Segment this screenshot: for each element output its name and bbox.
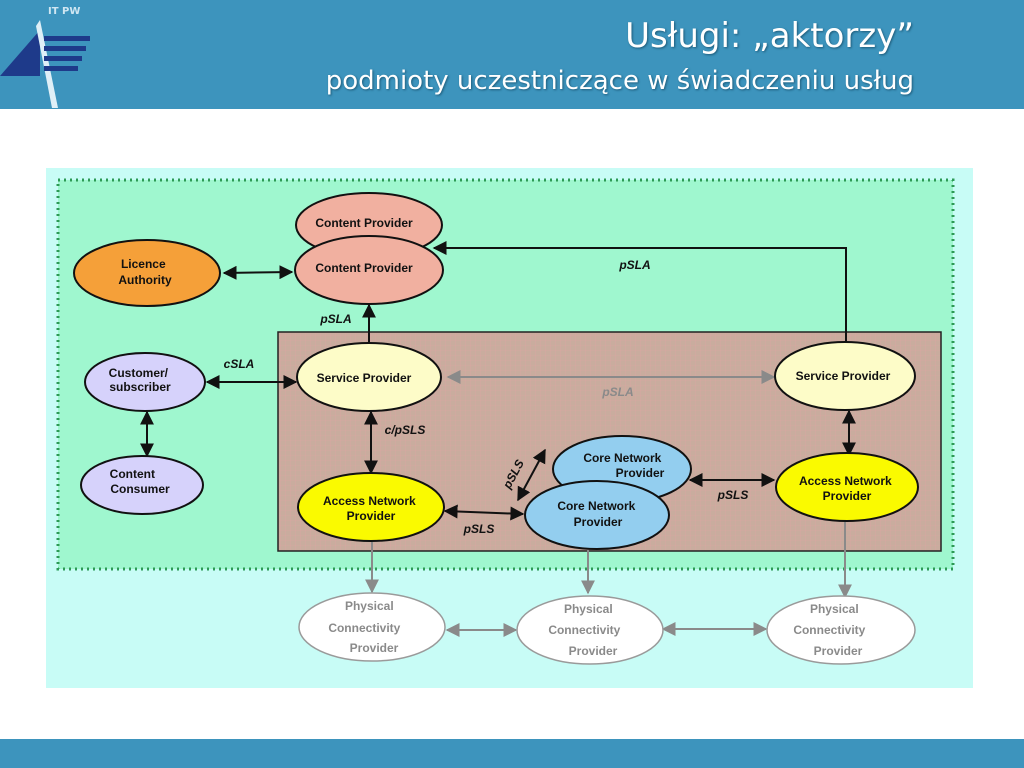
footer-bar bbox=[0, 739, 1024, 768]
connectors bbox=[140, 241, 856, 637]
node-service-provider-left-label: Service Provider bbox=[317, 371, 412, 385]
node-access-network-provider-left: Access Network Provider bbox=[297, 472, 445, 542]
node-physical-connectivity-provider-center-label: Physical Connectivity Provider bbox=[548, 602, 623, 658]
logo-text: IT PW bbox=[48, 6, 81, 17]
node-content-consumer-label: Content Consumer bbox=[110, 467, 170, 496]
node-core-network-provider: Core Network Provider bbox=[524, 480, 670, 550]
edge-label-csla: cSLA bbox=[224, 357, 255, 371]
page-title: Usługi: „aktorzy” bbox=[625, 16, 914, 56]
edge-label-psls-bottom: pSLS bbox=[463, 522, 495, 536]
node-physical-connectivity-provider-left: Physical Connectivity Provider bbox=[298, 592, 446, 662]
node-access-network-provider-right-label: Access Network Provider bbox=[799, 474, 895, 503]
node-licence-authority: Licence Authority bbox=[73, 239, 221, 307]
edge-label-psla-left: pSLA bbox=[319, 312, 351, 326]
node-physical-connectivity-provider-center: Physical Connectivity Provider bbox=[516, 595, 664, 665]
node-core-network-provider-back-label: Core Network Provider bbox=[583, 451, 664, 480]
edge-label-cpsls: c/pSLS bbox=[385, 423, 426, 437]
node-customer-subscriber: Customer/ subscriber bbox=[84, 352, 206, 412]
node-content-provider-back-label: Content Provider bbox=[315, 216, 413, 230]
node-physical-connectivity-provider-right-label: Physical Connectivity Provider bbox=[793, 602, 868, 658]
node-content-provider: Content Provider bbox=[294, 235, 444, 305]
edge-label-psla-middle: pSLA bbox=[601, 385, 633, 399]
node-service-provider-right: Service Provider bbox=[774, 341, 916, 411]
header-bar: IT PW Usługi: „aktorzy” podmioty uczestn… bbox=[0, 0, 1024, 109]
node-physical-connectivity-provider-right: Physical Connectivity Provider bbox=[766, 595, 916, 665]
node-access-network-provider-right: Access Network Provider bbox=[775, 452, 919, 522]
page-subtitle: podmioty uczestniczące w świadczeniu usł… bbox=[325, 66, 914, 96]
node-customer-subscriber-label: Customer/ subscriber bbox=[109, 366, 172, 394]
node-physical-connectivity-provider-left-label: Physical Connectivity Provider bbox=[328, 599, 403, 655]
node-licence-authority-label: Licence Authority bbox=[118, 257, 172, 287]
node-core-network-provider-label: Core Network Provider bbox=[557, 499, 638, 529]
node-content-consumer: Content Consumer bbox=[80, 455, 204, 515]
edge-label-psla-top: pSLA bbox=[618, 258, 650, 272]
node-access-network-provider-left-label: Access Network Provider bbox=[323, 494, 419, 523]
node-content-provider-label: Content Provider bbox=[315, 261, 413, 275]
node-service-provider-right-label: Service Provider bbox=[796, 369, 891, 383]
node-service-provider-left: Service Provider bbox=[296, 342, 442, 412]
itpw-logo-icon bbox=[0, 20, 90, 108]
edge-label-psls-right: pSLS bbox=[717, 488, 749, 502]
